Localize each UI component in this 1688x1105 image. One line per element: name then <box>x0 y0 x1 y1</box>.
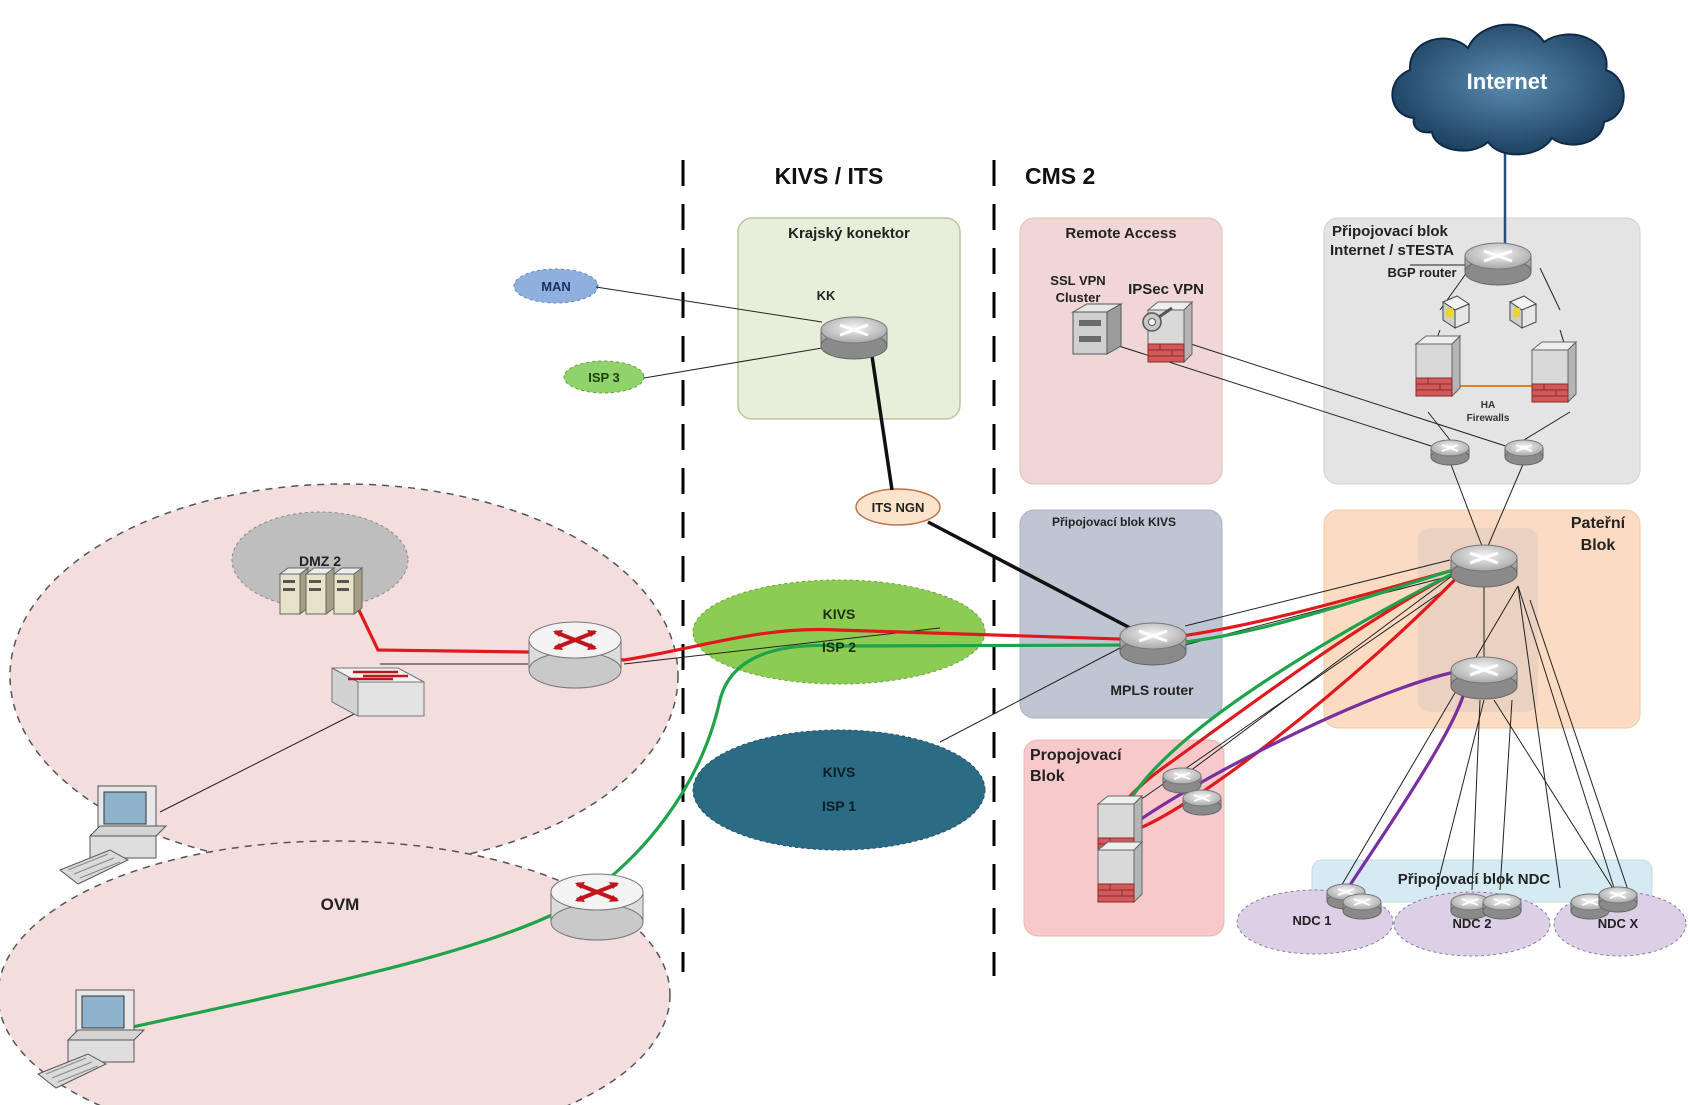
header-kivs-its: KIVS / ITS <box>775 163 884 189</box>
module-icon-right <box>1508 295 1538 329</box>
zone-pripojovaci-kivs <box>1019 509 1223 719</box>
label-its-ngn: ITS NGN <box>872 500 925 515</box>
label-ndcx: NDC X <box>1598 916 1639 931</box>
server-icon-1 <box>279 567 309 615</box>
label-kivs-isp1-1: KIVS <box>823 764 856 780</box>
router-icon-fw-right-small <box>1504 439 1544 466</box>
server-icon-3 <box>333 567 363 615</box>
label-kivs-isp2-2: ISP 2 <box>822 639 856 655</box>
firewall-icon-left <box>1415 335 1461 397</box>
kivs-isp1-ellipse <box>692 729 986 851</box>
router-icon-core-top <box>1449 543 1519 589</box>
zone-label-propojovaci-1: Propojovací <box>1030 747 1122 764</box>
zone-ovm <box>0 840 671 1105</box>
cloud-icon <box>1391 23 1625 156</box>
labels: KIVS / ITS CMS 2 Internet Krajský konekt… <box>299 69 1639 931</box>
router-icon-local <box>527 620 623 690</box>
zone-label-pripojovaci-kivs: Připojovací blok KIVS <box>1052 515 1176 529</box>
label-dmz2: DMZ 2 <box>299 553 341 569</box>
vpn-key-icon <box>1142 306 1173 332</box>
label-mpls-router: MPLS router <box>1110 682 1194 698</box>
router-icon-prop-2 <box>1182 789 1222 816</box>
server-icon-2 <box>305 567 335 615</box>
label-bgp-router: BGP router <box>1387 265 1456 280</box>
devices <box>37 241 1638 1089</box>
label-ovm: OVM <box>321 895 360 914</box>
firewall-icon-right <box>1531 341 1577 403</box>
router-icon-kk <box>819 315 889 361</box>
separators <box>681 160 996 976</box>
zone-label-pateri-2: Blok <box>1581 537 1616 554</box>
server-icon-ssl-vpn <box>1071 303 1123 355</box>
its-ngn-ellipse <box>855 488 941 526</box>
zone-label-remote-access: Remote Access <box>1065 225 1176 242</box>
firewall-icon-prop-2 <box>1097 841 1143 903</box>
label-ha-1: HA <box>1481 400 1495 411</box>
router-icon-ovm <box>549 872 645 942</box>
zone-label-pripojovaci-ndc: Připojovací blok NDC <box>1398 871 1551 888</box>
zone-label-propojovaci-2: Blok <box>1030 768 1065 785</box>
router-icon-prop-1 <box>1162 767 1202 794</box>
router-icon-fw-left-small <box>1430 439 1470 466</box>
label-ndc1: NDC 1 <box>1292 913 1331 928</box>
label-isp3: ISP 3 <box>588 370 620 385</box>
router-icon-ndcx-b <box>1598 886 1638 913</box>
header-cms2: CMS 2 <box>1025 163 1095 189</box>
isp3-ellipse <box>563 360 645 394</box>
label-ndc2: NDC 2 <box>1452 916 1491 931</box>
man-ellipse <box>513 268 599 304</box>
label-ssl-vpn-1: SSL VPN <box>1050 273 1105 288</box>
label-kivs-isp1-2: ISP 1 <box>822 798 856 814</box>
zone-label-pripojovaci-internet-2: Internet / sTESTA <box>1330 242 1454 259</box>
zone-label-pateri-1: Pateřní <box>1571 515 1626 532</box>
router-icon-bgp <box>1463 241 1533 287</box>
zone-remote-access <box>1019 217 1223 485</box>
label-ipsec-vpn: IPSec VPN <box>1128 281 1204 298</box>
router-icon-ndc1-b <box>1342 893 1382 920</box>
zone-label-krajsky: Krajský konektor <box>788 225 910 242</box>
cloud-label: Internet <box>1467 69 1548 94</box>
kivs-isp2-ellipse <box>692 579 986 685</box>
switch-icon <box>330 666 426 718</box>
router-icon-mpls <box>1118 621 1188 667</box>
label-kk: KK <box>817 288 836 303</box>
green-path <box>127 564 1469 1030</box>
zone-label-pripojovaci-internet-1: Připojovací blok <box>1332 223 1449 240</box>
label-ha-2: Firewalls <box>1467 413 1510 424</box>
label-ssl-vpn-2: Cluster <box>1056 290 1101 305</box>
ngn-link <box>870 355 1135 632</box>
router-icon-core-bottom <box>1449 655 1519 701</box>
label-man: MAN <box>541 279 571 294</box>
label-kivs-isp2-1: KIVS <box>823 606 856 622</box>
module-icon-left <box>1441 295 1471 329</box>
